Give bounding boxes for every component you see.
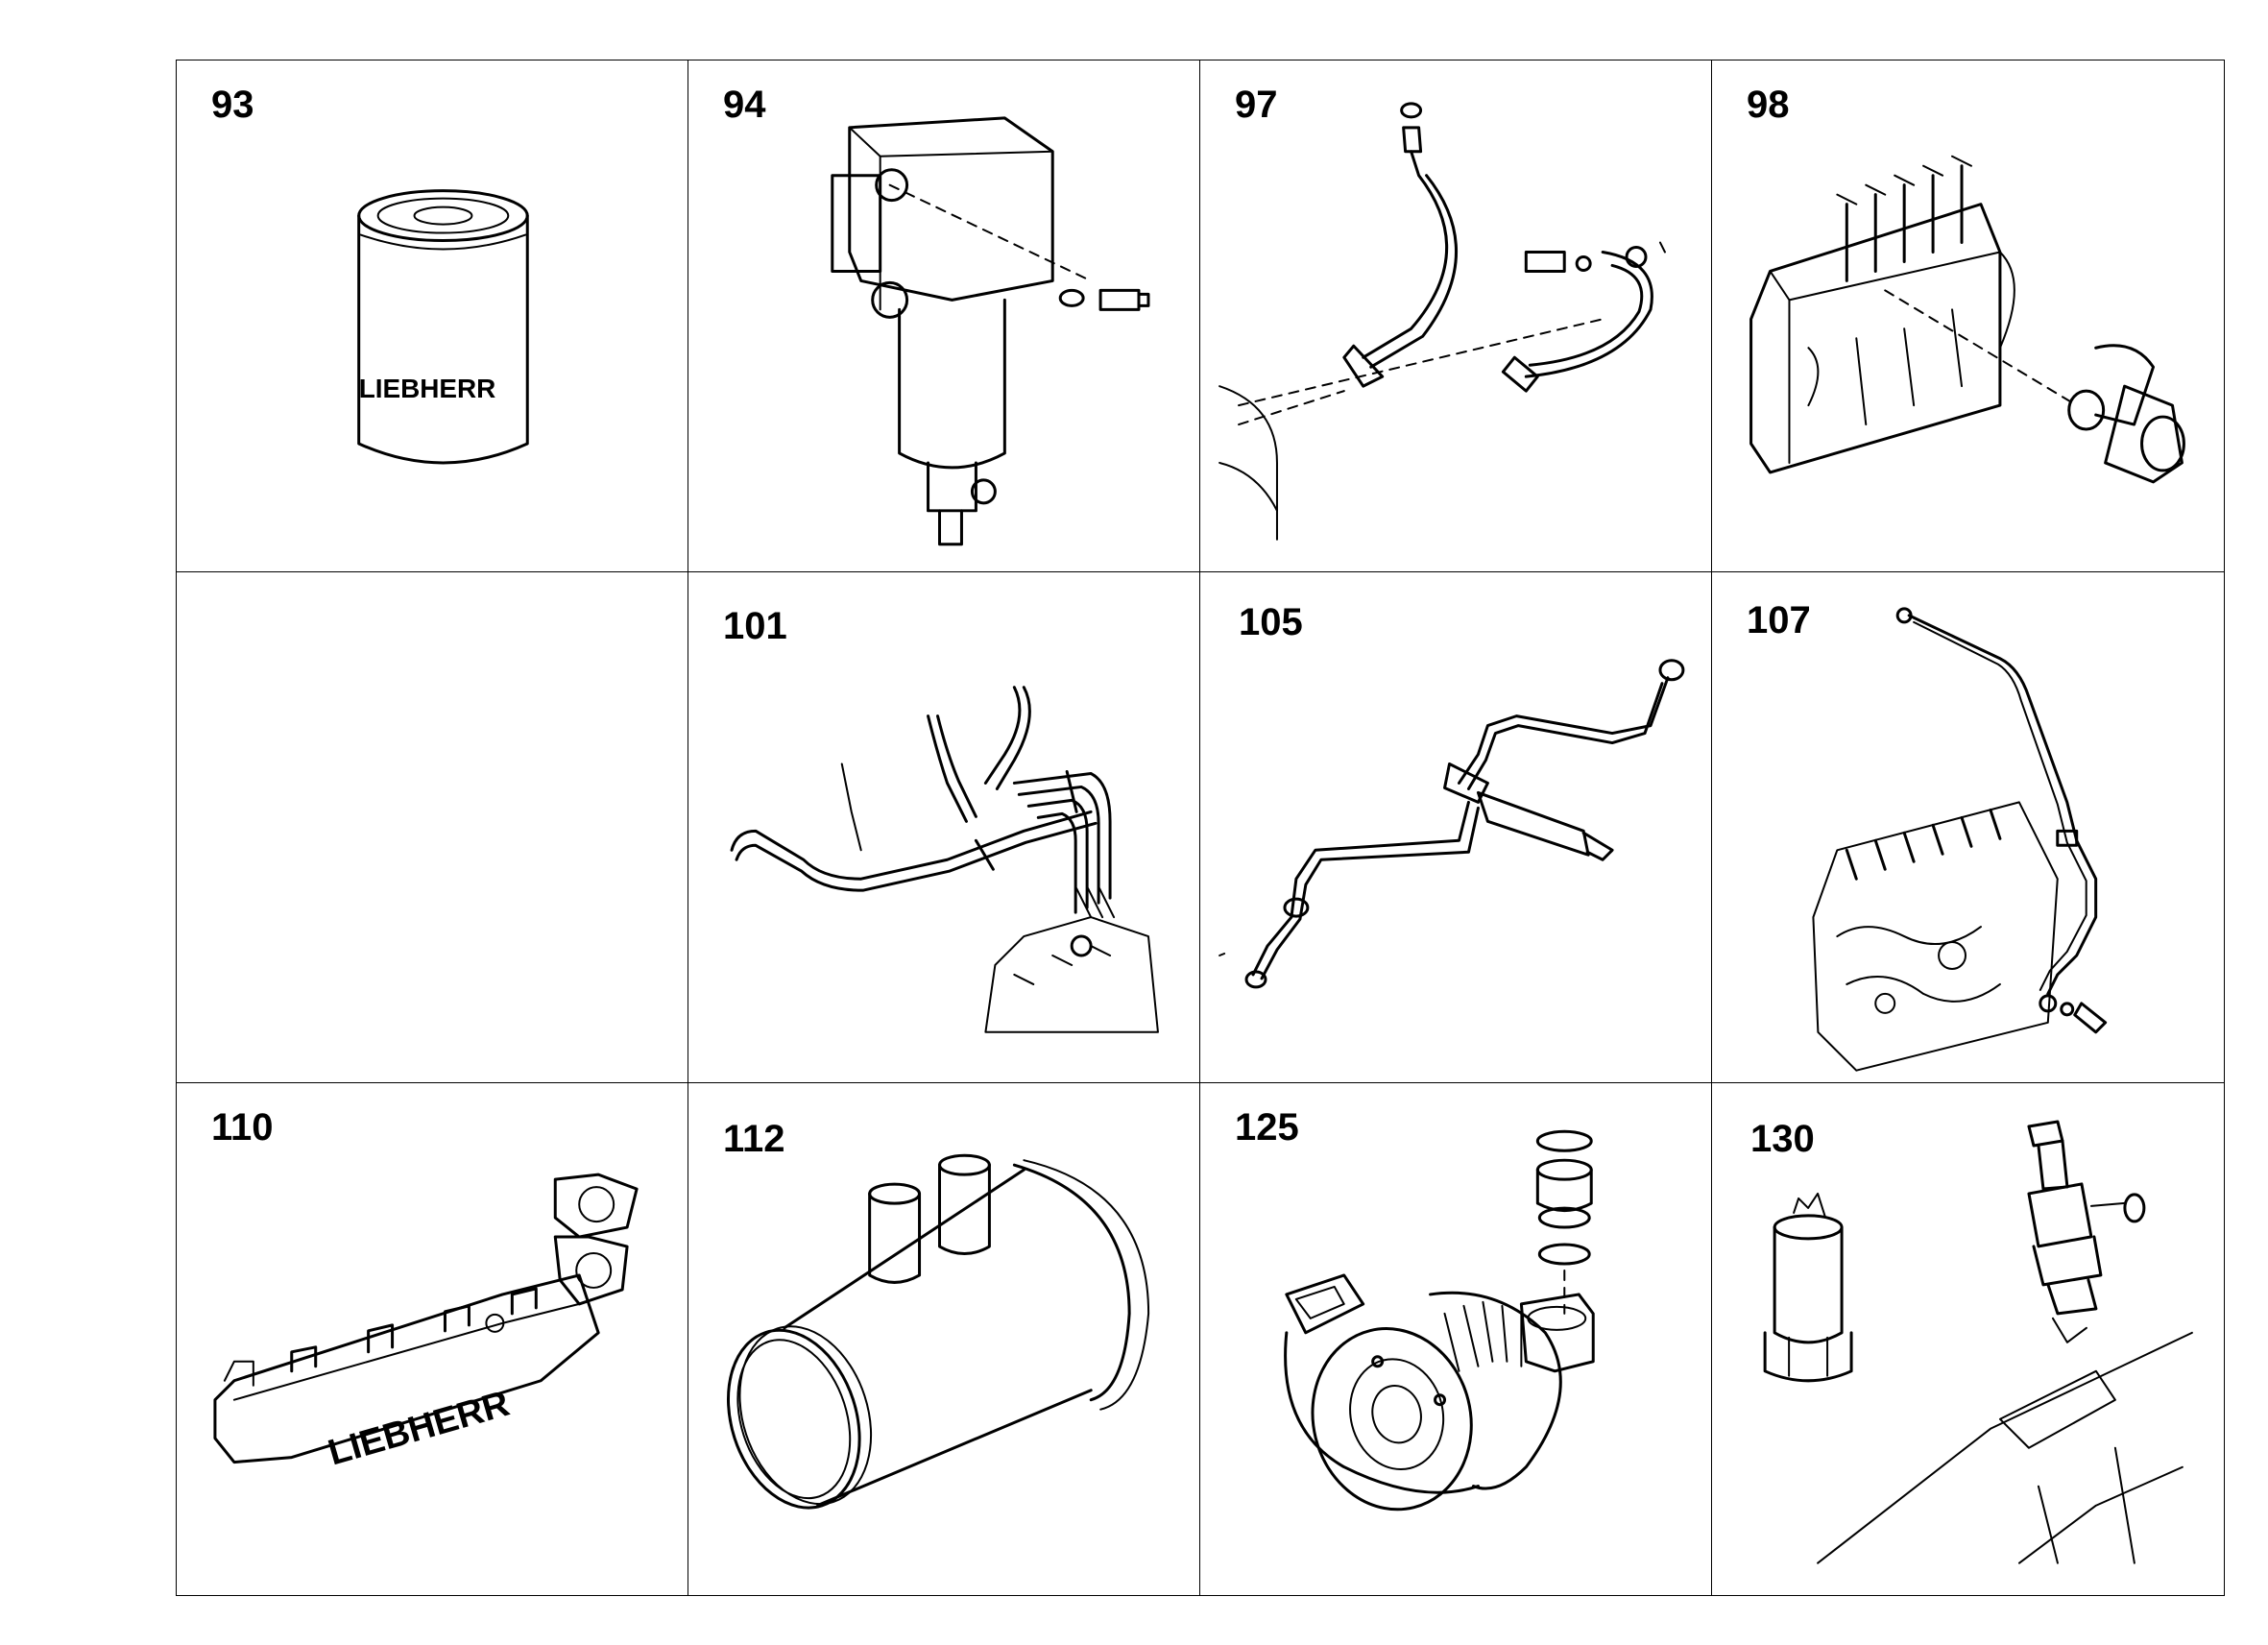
part-cell-112[interactable]: 112: [688, 1083, 1200, 1595]
oil-filter-icon: LIEBHERR: [357, 189, 529, 465]
part-number: 130: [1750, 1118, 1815, 1161]
brand-logo: LIEBHERR: [324, 1384, 514, 1474]
part-cell-empty: [177, 571, 688, 1084]
part-number: 94: [723, 84, 766, 126]
part-number: 110: [211, 1106, 274, 1149]
turbocharger-icon: [1284, 1130, 1595, 1512]
part-cell-94[interactable]: 94: [688, 60, 1200, 572]
part-cell-93[interactable]: 93 LIEBHERR: [177, 60, 688, 572]
part-cell-130[interactable]: 130: [1712, 1083, 2224, 1595]
injection-lines-icon: [730, 685, 1159, 1033]
part-number: 93: [211, 84, 254, 126]
part-number: 125: [1235, 1106, 1299, 1149]
part-number: 101: [723, 604, 787, 647]
part-cell-98[interactable]: 98: [1712, 60, 2224, 572]
sensor-and-injector-icon: [1763, 1120, 2193, 1565]
fuel-hoses-icon: [1218, 102, 1666, 541]
part-cell-107[interactable]: 107: [1712, 572, 2224, 1084]
pump-oil-line-icon: [1812, 607, 2108, 1072]
parts-grid: 93 LIEBHERR 94: [176, 60, 2225, 1596]
injection-pump-fitting-icon: [1749, 155, 2185, 484]
part-number: 107: [1747, 598, 1811, 641]
intake-pipe-icon: [726, 1154, 1150, 1510]
part-cell-97[interactable]: 97: [1200, 60, 1712, 572]
brand-logo: LIEBHERR: [359, 374, 496, 403]
fuel-prefilter-water-separator-icon: [831, 116, 1150, 546]
part-number: 112: [723, 1118, 785, 1161]
injector-leak-line-icon: [1218, 658, 1685, 989]
part-cell-125[interactable]: 125: [1200, 1083, 1712, 1595]
part-number: 98: [1747, 84, 1790, 126]
part-cell-105[interactable]: 105: [1200, 571, 1712, 1084]
part-cell-110[interactable]: 110 LIEBHERR: [177, 1083, 688, 1595]
part-cell-101[interactable]: 101: [688, 571, 1200, 1084]
part-number: 105: [1239, 600, 1303, 643]
part-number: 97: [1235, 84, 1278, 126]
exhaust-manifold-icon: LIEBHERR: [213, 1173, 639, 1474]
